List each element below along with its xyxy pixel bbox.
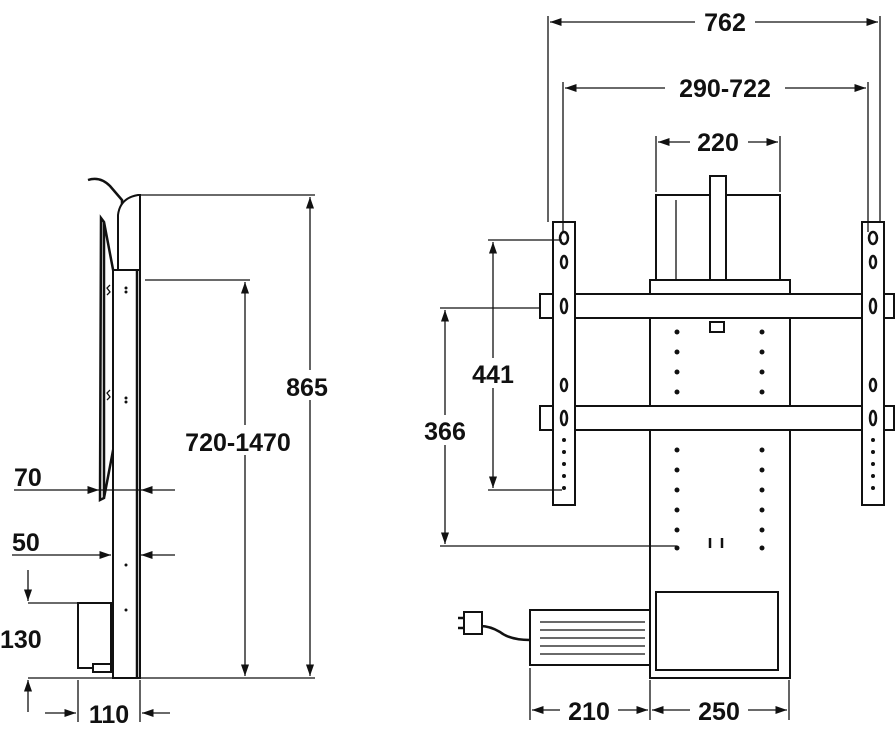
- dim-vesa-vertical-min: 366: [424, 418, 466, 446]
- rail-slots: [558, 230, 879, 427]
- dim-column-width: 250: [698, 698, 740, 726]
- dim-depth-column: 50: [12, 529, 40, 557]
- front-view: 762 290-722 220 441 366 210 250: [416, 6, 895, 726]
- column-holes: [674, 329, 765, 551]
- dim-depth-with-tv: 70: [14, 464, 42, 492]
- base-foot: [92, 663, 112, 673]
- vertical-rail-left: [552, 221, 576, 506]
- power-plug-icon: [463, 611, 483, 635]
- vertical-rail-right: [861, 221, 885, 506]
- dim-column-top-width: 220: [697, 129, 739, 157]
- top-plate: [117, 194, 141, 279]
- dim-lift-range: 720-1470: [185, 429, 291, 457]
- dim-vesa-horizontal: 290-722: [679, 75, 771, 103]
- side-view: 865 720-1470 70 50 130 110: [0, 177, 335, 729]
- control-box-side: [77, 602, 112, 669]
- control-box-front: [655, 591, 779, 671]
- power-cable: [479, 624, 531, 642]
- dim-control-box-height: 130: [0, 626, 42, 654]
- horizontal-bracket-bottom: [539, 405, 895, 431]
- transformer-ribs: [540, 621, 645, 655]
- dim-bracket-width: 762: [704, 9, 746, 37]
- top-hook: [87, 177, 124, 275]
- dim-vesa-vertical-max: 441: [472, 361, 514, 389]
- horizontal-bracket-top: [539, 293, 895, 319]
- mount-clips: [106, 284, 128, 612]
- spindle: [709, 175, 727, 281]
- dim-base-depth: 110: [89, 701, 129, 729]
- rail-holes: [562, 438, 875, 490]
- dim-total-height: 865: [286, 374, 328, 402]
- dim-motor-width: 210: [568, 698, 610, 726]
